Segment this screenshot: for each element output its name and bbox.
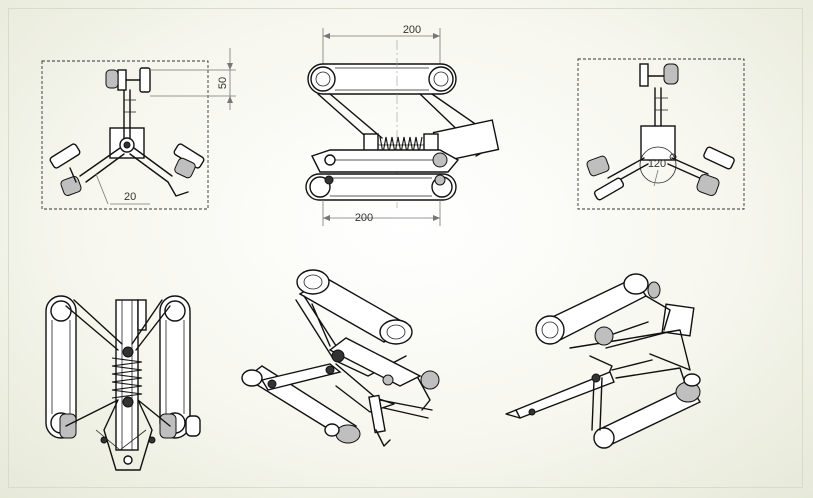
- right-side-track: [159, 295, 191, 439]
- spring-side: [111, 357, 143, 399]
- right-arm: [129, 147, 173, 183]
- left-wheel: [60, 176, 82, 196]
- view-boundary-right: [577, 58, 745, 210]
- center-hub-right: [640, 125, 676, 161]
- view-top-left[interactable]: 50 20: [41, 48, 236, 210]
- dim-angle-text: 120: [648, 158, 666, 170]
- sheet-border: [8, 8, 803, 488]
- view-bottom-left[interactable]: [45, 295, 201, 471]
- right-wheel: [174, 157, 196, 179]
- top-wheel: [105, 69, 119, 89]
- upper-link-left: [317, 93, 383, 143]
- dim-bottom-width-text: 200: [355, 212, 373, 224]
- iso-side-wheel: [420, 370, 440, 390]
- left-arm: [79, 147, 125, 183]
- left-wheel-right: [586, 155, 610, 177]
- view-bottom-right[interactable]: [505, 273, 702, 449]
- dim-bottom-width-lines: [322, 200, 441, 226]
- upper-track: [307, 63, 457, 95]
- left-side-track: [45, 295, 77, 439]
- top-wheel-right: [663, 63, 679, 85]
- dim-radius-text: 20: [124, 191, 136, 203]
- iso2-center-wheel: [594, 326, 614, 346]
- view-top-right[interactable]: 120: [577, 58, 745, 210]
- top-arm: [123, 89, 131, 139]
- view-boundary: [41, 60, 209, 210]
- view-bottom-center[interactable]: [241, 269, 440, 447]
- lower-track-upper: [311, 149, 460, 173]
- lower-track: [305, 173, 457, 201]
- view-top-center[interactable]: 200 200: [305, 24, 500, 226]
- dim-radius-lines: [95, 173, 150, 205]
- dim-height-text: 50: [217, 77, 229, 89]
- dim-top-width-text: 200: [403, 24, 421, 36]
- right-wheel-right: [696, 174, 720, 196]
